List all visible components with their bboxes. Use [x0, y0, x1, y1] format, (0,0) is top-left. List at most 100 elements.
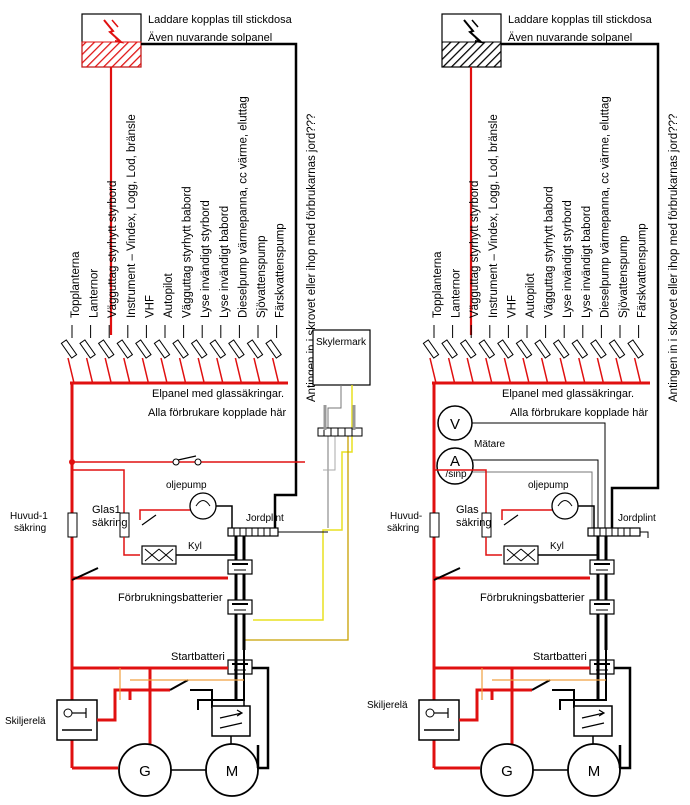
right-charger-box [441, 13, 502, 68]
left-consumer-label: Lanternor [89, 269, 101, 318]
left-house-batteries-label: Förbrukningsbatterier [118, 592, 223, 604]
right-consumer-fuse [552, 325, 570, 384]
right-relay [418, 699, 460, 741]
right-glas-fuse-label1: Glas [456, 504, 479, 516]
left-consumer-label: Sjövattenspump [256, 236, 268, 318]
right-consumer-label: Autopilot [525, 272, 537, 318]
left-consumer-label: Vägguttag styrhytt babord [182, 186, 194, 318]
right-oil-pump-label: oljepump [528, 480, 569, 491]
left-consumer-label: VHF [144, 295, 156, 318]
right-consumer-label: Dieselpump värmepanna, cc värme, eluttag [599, 96, 611, 318]
left-ground-block-label: Jordplint [246, 513, 284, 524]
right-consumer-label: Vägguttag styrhytt babord [544, 186, 556, 318]
left-consumer-fuse [79, 325, 96, 384]
left-skylermark-box [312, 329, 371, 386]
right-generator-label: G [501, 763, 513, 780]
right-diagram: Laddare kopplas till stickdosa Även nuva… [367, 13, 680, 797]
right-consumer-fuse [571, 325, 589, 384]
left-consumer-label: Topplanterna [70, 251, 82, 318]
right-ammeter-symbol: A [450, 453, 460, 470]
right-main-fuse [429, 512, 440, 538]
left-consumer-fuse [135, 325, 152, 384]
right-consumer-label: Lyse invändigt babord [581, 206, 593, 318]
right-consumer-label: Instrument – Vindex, Logg, Lod, bränsle [488, 114, 500, 318]
left-fuse-row [60, 325, 282, 384]
right-ground-block [587, 527, 641, 537]
left-main-fuse-label1: Huvud-1 [10, 511, 48, 522]
left-fridge [141, 545, 177, 565]
right-consumer-fuse [441, 325, 458, 384]
right-start-battery [589, 650, 615, 700]
left-consumer-label: Färskvattenspump [275, 223, 287, 318]
right-meters-label: Mätare [474, 439, 506, 450]
right-consumer-label: VHF [506, 295, 518, 318]
right-fridge-label: Kyl [550, 541, 564, 552]
right-consumer-label: Lanternor [451, 269, 463, 318]
left-house-batteries [227, 536, 253, 650]
left-panel-line1: Elpanel med glassäkringar. [152, 388, 284, 400]
right-consumer-fuse [422, 325, 440, 384]
left-panel-switch [172, 455, 202, 466]
right-oil-pump [551, 492, 579, 520]
right-consumer-labels: Topplanterna Lanternor Vägguttag styrhytt … [432, 96, 649, 318]
left-panel-line2: Alla förbrukare kopplade här [148, 407, 287, 419]
right-main-fuse-label2: säkring [387, 523, 419, 534]
left-diagram: Laddare kopplas till stickdosa Även nuva… [5, 13, 371, 797]
left-charger-line1: Laddare kopplas till stickdosa [148, 14, 293, 26]
right-ground-block-label: Jordplint [618, 513, 656, 524]
right-charger-line2: Även nuvarande solpanel [508, 32, 632, 44]
left-consumer-label: Autopilot [163, 272, 175, 318]
right-motor-label: M [588, 763, 601, 780]
right-consumer-label: Topplanterna [432, 251, 444, 318]
left-relay-label: Skiljerelä [5, 716, 46, 727]
right-consumer-label: Färskvattenspump [637, 223, 649, 318]
right-start-battery-label: Startbatteri [533, 651, 587, 663]
right-consumer-fuse [515, 325, 533, 384]
right-consumer-fuse [459, 325, 477, 384]
right-consumer-fuse [627, 325, 644, 384]
left-consumer-fuse [97, 325, 115, 384]
left-charger-box [81, 13, 142, 68]
right-house-batteries-label: Förbrukningsbatterier [480, 592, 585, 604]
right-relay-label: Skiljerelä [367, 700, 408, 711]
left-consumer-fuse [265, 325, 282, 384]
left-skylermark-label: Skylermark [316, 337, 367, 348]
right-consumer-label: Lyse invändigt styrbord [562, 200, 574, 318]
left-consumer-label: Lyse invändigt babord [219, 206, 231, 318]
right-consumer-label: Vägguttag styrhytt styrbord [469, 181, 481, 318]
right-consumer-fuse [608, 325, 626, 384]
left-start-battery-label: Startbatteri [171, 651, 225, 663]
right-fridge [503, 545, 539, 565]
left-consumer-fuse [153, 325, 171, 384]
right-charger-line1: Laddare kopplas till stickdosa [508, 14, 653, 26]
left-generator-label: G [139, 763, 151, 780]
left-motor-label: M [226, 763, 239, 780]
left-fridge-label: Kyl [188, 541, 202, 552]
left-lightning-icon [103, 19, 125, 44]
left-consumer-label: Instrument – Vindex, Logg, Lod, bränsle [126, 114, 138, 318]
right-main-fuse-label1: Huvud- [390, 511, 422, 522]
left-charger-line2: Även nuvarande solpanel [148, 32, 272, 44]
left-consumer-fuse [190, 325, 208, 384]
left-consumer-label: Lyse invändigt styrbord [200, 200, 212, 318]
left-consumer-fuse [246, 325, 264, 384]
left-consumer-labels: Topplanterna Lanternor Vägguttag styrhytt … [70, 96, 287, 318]
right-consumer-fuse [534, 325, 551, 384]
left-start-battery [227, 650, 253, 700]
left-oil-pump-label: oljepump [166, 480, 207, 491]
right-glas-fuse-label2: säkring [456, 517, 491, 529]
left-relay [56, 699, 98, 741]
left-consumer-fuse [228, 325, 245, 384]
left-consumer-fuse [60, 325, 78, 384]
right-consumer-label: Sjövattenspump [618, 236, 630, 318]
right-house-batteries [589, 536, 615, 650]
left-consumer-label: Dieselpump värmepanna, cc värme, eluttag [237, 96, 249, 318]
left-glas-fuse-label2: säkring [92, 517, 127, 529]
left-consumer-fuse [172, 325, 189, 384]
right-ground-question: Antingen in i skrovet eller ihop med för… [668, 114, 680, 402]
right-ammeter [436, 447, 474, 485]
right-ammeter-sub: /sinp [445, 469, 467, 480]
left-consumer-fuse [209, 325, 227, 384]
